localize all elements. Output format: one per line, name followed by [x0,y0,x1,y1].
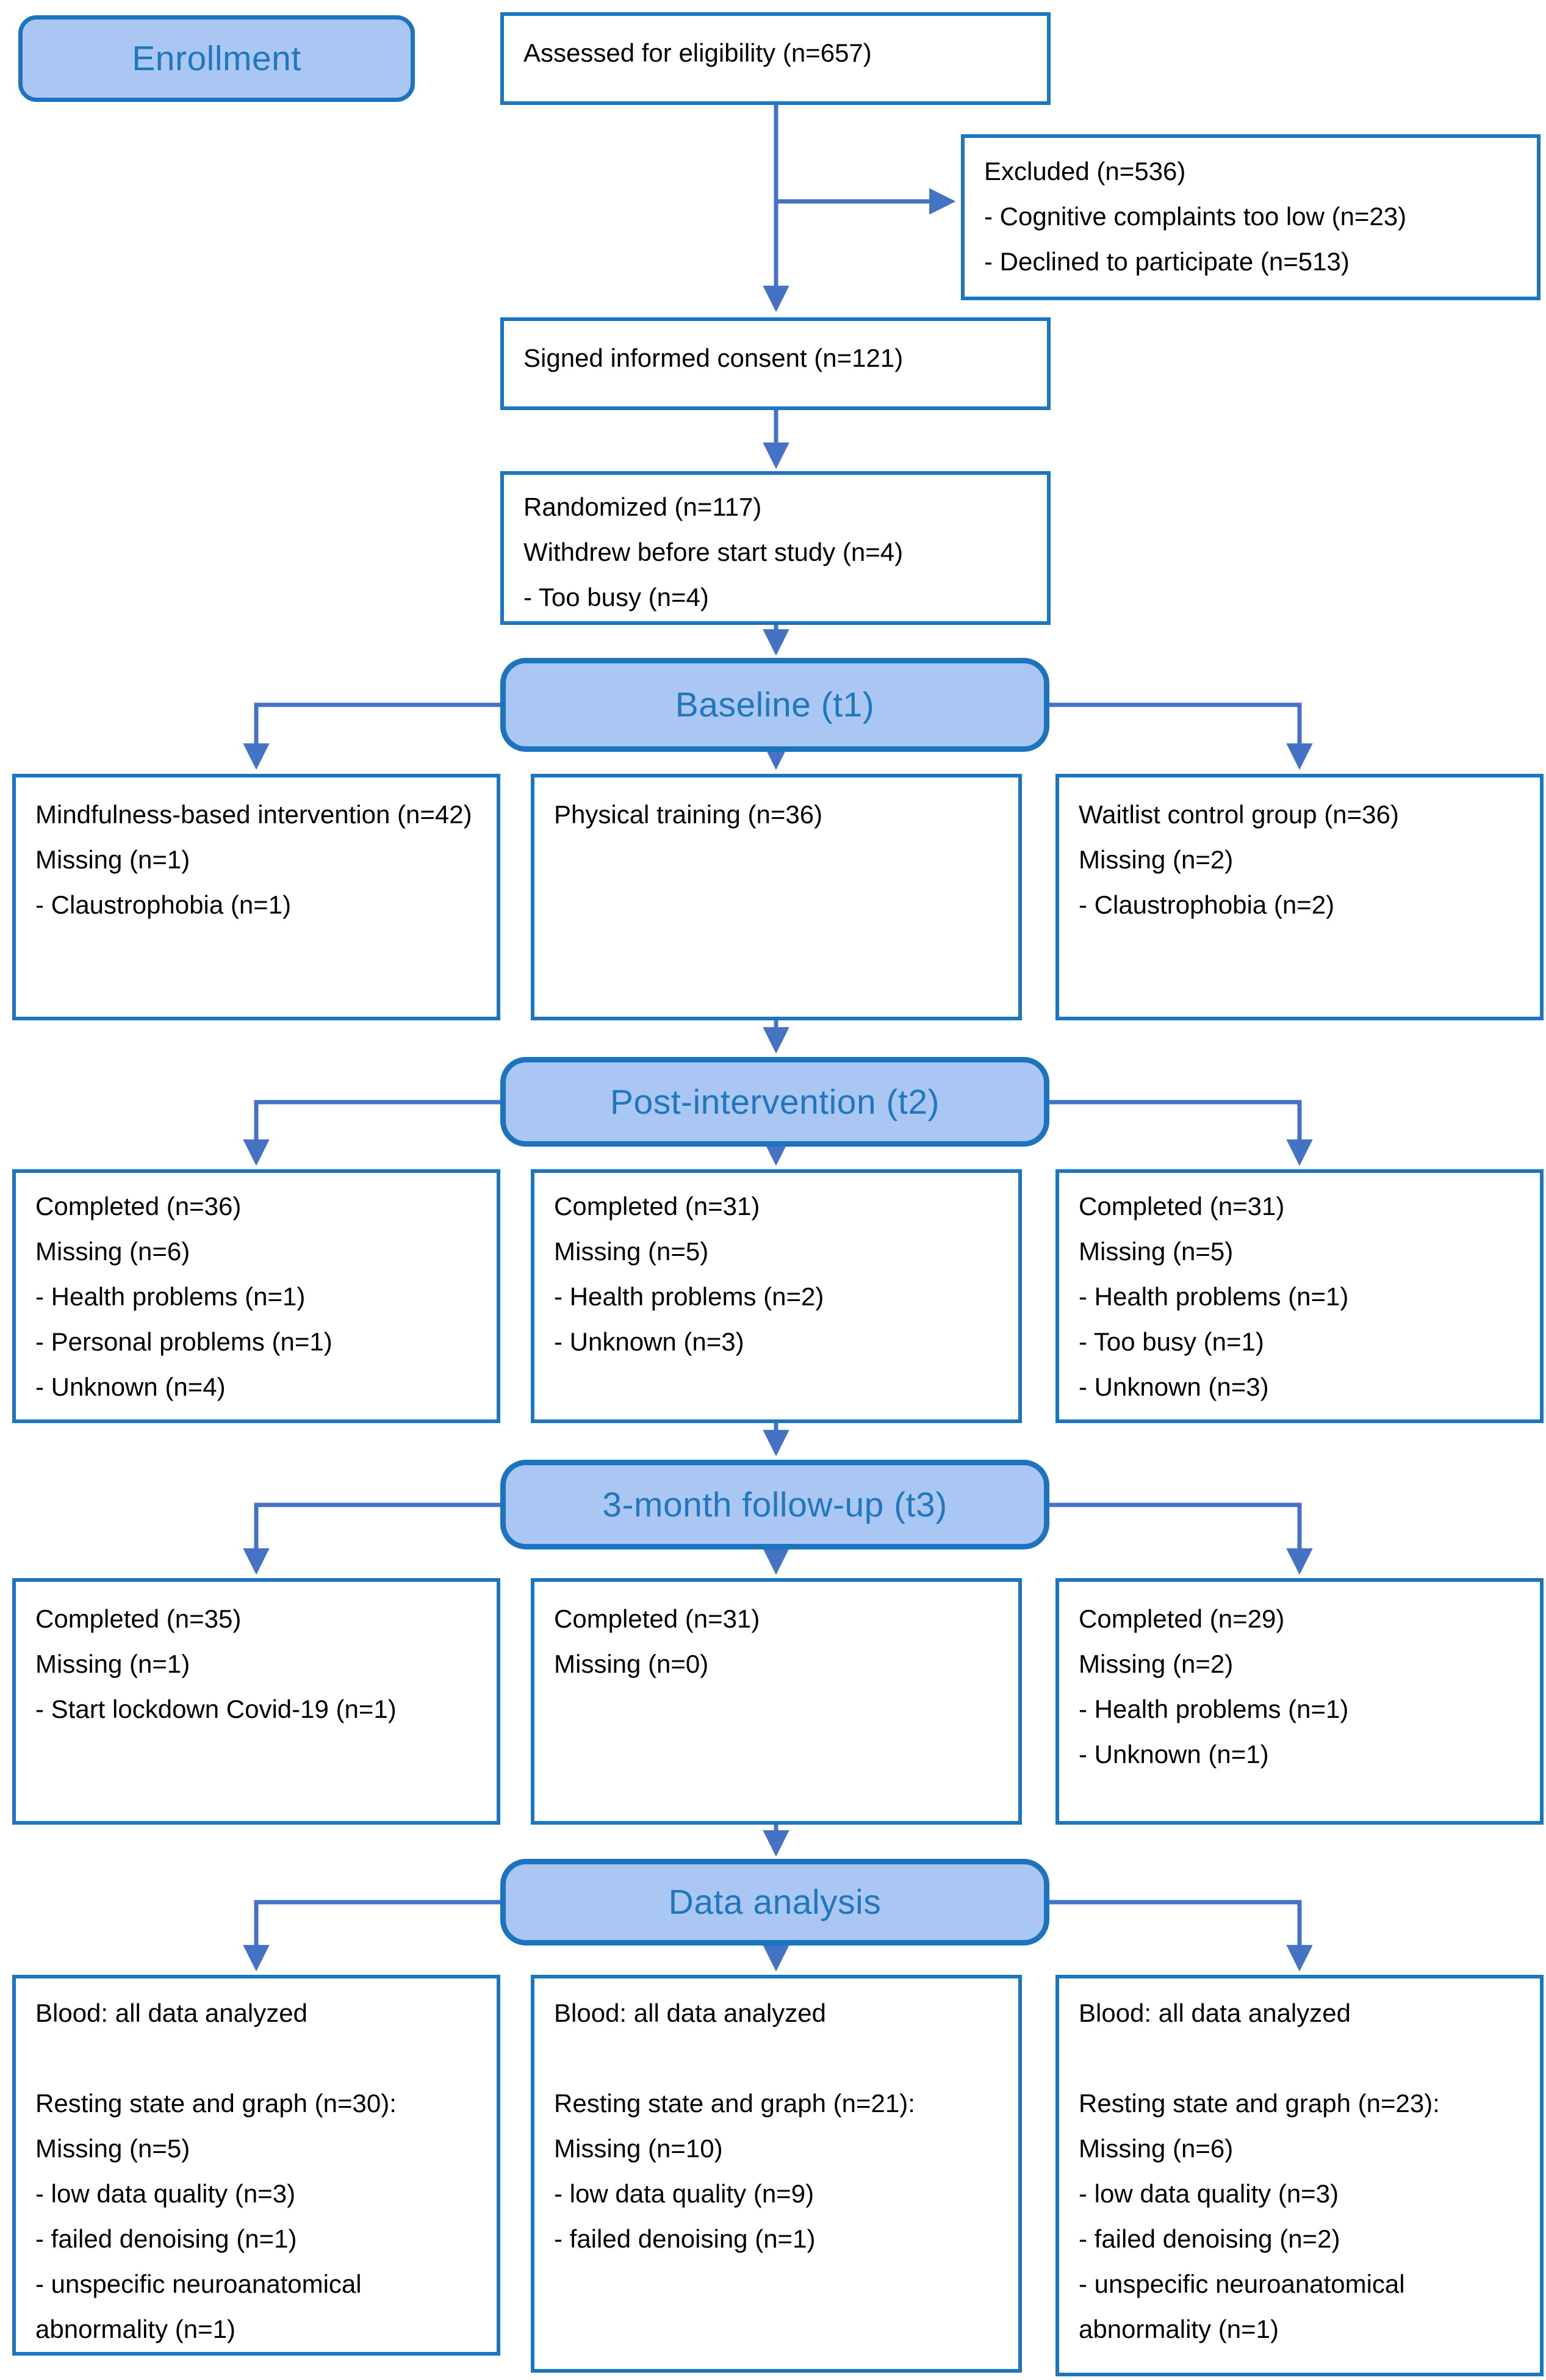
text-line: Signed informed consent (n=121) [523,344,904,372]
text-line: - Too busy (n=4) [523,583,709,611]
arrow-t2-to-right [1048,1100,1313,1166]
stage-data-analysis-label: Data analysis [668,1883,882,1922]
text-line: Waitlist control group (n=36) [1079,800,1399,829]
text-line: - Declined to participate (n=513) [984,247,1350,276]
baseline-mindfulness-box: Mindfulness-based intervention (n=42) Mis… [12,774,500,1020]
text-line: Missing (n=6) [35,1237,190,1266]
text-line [554,2036,1000,2081]
text-line: Missing (n=5) [35,2134,190,2163]
text-line: Resting state and graph (n=21): [554,2089,915,2118]
analysis-physical-box: Blood: all data analyzed Resting state a… [531,1975,1022,2373]
text-line: Blood: all data analyzed [1079,1999,1351,2027]
text-line: - low data quality (n=9) [554,2179,814,2208]
arrow-baseline-to-left [243,702,502,770]
text-line: Completed (n=31) [1079,1192,1285,1221]
text-line: Missing (n=1) [35,1650,190,1678]
text-line: Blood: all data analyzed [35,1999,307,2027]
text-line: - Unknown (n=4) [35,1372,226,1401]
text-line: Completed (n=31) [554,1192,760,1221]
text-line: Completed (n=36) [35,1192,242,1221]
text-line [1079,2036,1522,2081]
analysis-waitlist-box: Blood: all data analyzed Resting state a… [1055,1975,1544,2376]
text-line: Missing (n=0) [554,1650,709,1678]
text-line: - unspecific neuroanatomical abnormality… [35,2270,362,2343]
t3-waitlist-box: Completed (n=29) Missing (n=2) - Health pr… [1055,1578,1544,1825]
arrow-analysis-to-left [243,1900,502,1972]
stage-baseline-label: Baseline (t1) [675,685,875,724]
text-line: - Health problems (n=1) [1079,1282,1349,1311]
excluded-box: Excluded (n=536) - Cognitive complaints t… [961,134,1541,300]
assessed-box: Assessed for eligibility (n=657) [500,12,1051,105]
arrow-t3-to-right [1048,1502,1313,1575]
text-line: Completed (n=31) [554,1604,760,1633]
text-line: Assessed for eligibility (n=657) [523,38,872,67]
text-line: Physical training (n=36) [554,800,823,829]
arrow-t3-to-left [243,1502,502,1575]
arrow-analysis-to-right [1048,1900,1313,1972]
baseline-physical-box: Physical training (n=36) [531,774,1022,1020]
text-line: Missing (n=5) [1079,1237,1234,1266]
stage-post-intervention: Post-intervention (t2) [500,1057,1049,1147]
t3-mindfulness-box: Completed (n=35) Missing (n=1) - Start loc… [12,1578,500,1825]
text-line: - Claustrophobia (n=2) [1079,890,1335,919]
t2-mindfulness-box: Completed (n=36) Missing (n=6) - Health pr… [12,1169,500,1423]
text-line: - Health problems (n=2) [554,1282,824,1311]
t2-physical-box: Completed (n=31) Missing (n=5) - Health pr… [531,1169,1022,1423]
text-line: Resting state and graph (n=30): [35,2089,397,2118]
text-line: - low data quality (n=3) [35,2179,296,2208]
stage-followup: 3-month follow-up (t3) [500,1460,1049,1549]
text-line [35,2036,478,2081]
text-line: Excluded (n=536) [984,157,1186,186]
text-line: - Unknown (n=1) [1079,1740,1269,1769]
text-line: - failed denoising (n=2) [1079,2224,1340,2253]
enrollment-stage-label: Enrollment [132,39,301,78]
text-line: - Health problems (n=1) [35,1282,306,1311]
text-line: Completed (n=29) [1079,1604,1285,1633]
text-line: - unspecific neuroanatomical abnormality… [1079,2270,1405,2343]
text-line: - failed denoising (n=1) [554,2224,816,2253]
t2-waitlist-box: Completed (n=31) Missing (n=5) - Health pr… [1055,1169,1544,1423]
text-line: Mindfulness-based intervention (n=42) [35,800,472,829]
text-line: Missing (n=1) [35,845,190,874]
text-line: Missing (n=2) [1079,845,1234,874]
text-line: Withdrew before start study (n=4) [523,538,904,566]
text-line: Missing (n=5) [554,1237,709,1266]
randomized-box: Randomized (n=117) Withdrew before start … [500,471,1051,625]
text-line: Missing (n=10) [554,2134,723,2163]
t3-physical-box: Completed (n=31) Missing (n=0) [531,1578,1022,1825]
text-line: - failed denoising (n=1) [35,2224,297,2253]
baseline-waitlist-box: Waitlist control group (n=36) Missing (n=… [1055,774,1544,1020]
text-line: - Claustrophobia (n=1) [35,890,292,919]
text-line: Blood: all data analyzed [554,1999,826,2027]
stage-followup-label: 3-month follow-up (t3) [602,1485,947,1524]
stage-baseline: Baseline (t1) [500,658,1049,752]
text-line: - Health problems (n=1) [1079,1695,1349,1723]
text-line: - Cognitive complaints too low (n=23) [984,202,1407,231]
arrow-t2-to-left [243,1100,502,1166]
enrollment-stage-box: Enrollment [18,15,415,102]
arrow-baseline-to-right [1048,702,1313,770]
text-line: Resting state and graph (n=23): [1079,2089,1440,2118]
text-line: Completed (n=35) [35,1604,242,1633]
text-line: Missing (n=2) [1079,1650,1234,1678]
text-line: Randomized (n=117) [523,492,762,521]
analysis-mindfulness-box: Blood: all data analyzed Resting state a… [12,1975,500,2356]
text-line: - Personal problems (n=1) [35,1327,333,1356]
text-line: - Start lockdown Covid-19 (n=1) [35,1695,397,1723]
text-line: - Unknown (n=3) [554,1327,744,1356]
text-line: Missing (n=6) [1079,2134,1234,2163]
text-line: - low data quality (n=3) [1079,2179,1339,2208]
stage-data-analysis: Data analysis [500,1859,1049,1945]
text-line: - Unknown (n=3) [1079,1372,1269,1401]
text-line: - Too busy (n=1) [1079,1327,1264,1356]
consent-box: Signed informed consent (n=121) [500,317,1051,410]
stage-post-intervention-label: Post-intervention (t2) [609,1082,940,1122]
